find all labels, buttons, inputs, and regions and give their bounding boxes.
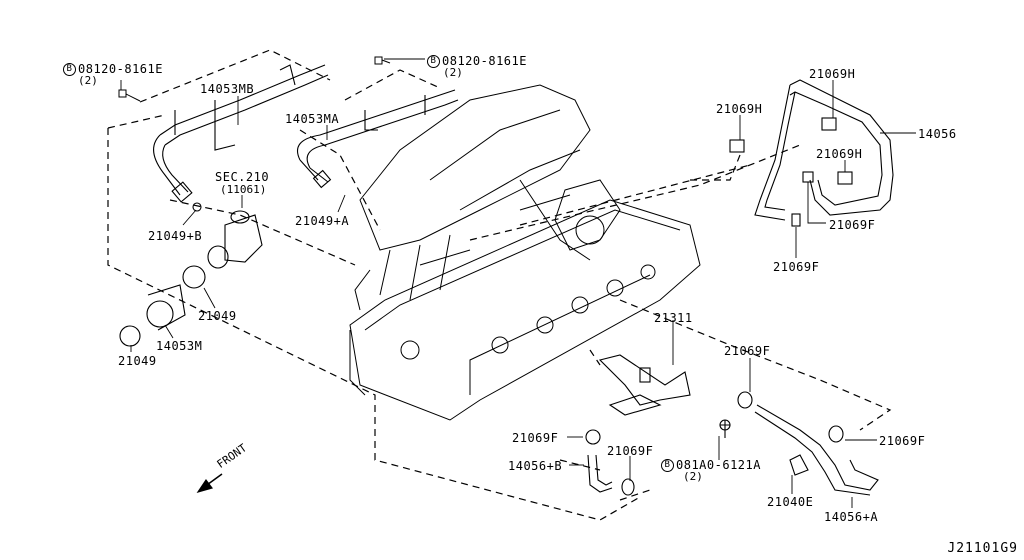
callout-bolt-left-qty: (2) (78, 74, 98, 87)
leader-lines (120, 58, 916, 508)
thermostat-housing (119, 202, 263, 347)
callout-21069h-left: 21069H (716, 102, 763, 116)
water-pipe-14053mb (153, 64, 329, 203)
callout-21069f-upper-left: 21069F (773, 260, 820, 274)
callout-21311: 21311 (654, 311, 693, 325)
callout-bolt-bottom-qty: (2) (683, 470, 703, 483)
bolt-symbol-icon: B (661, 459, 674, 472)
callout-sec-210: SEC.210 (215, 170, 270, 184)
callout-21069f-bottom: 21069F (607, 444, 654, 458)
water-hose-14056b (585, 429, 635, 496)
dashed-assembly-lines (107, 49, 892, 521)
callout-sec-210-ref: (11061) (220, 183, 267, 196)
callout-21049a: 21049+A (295, 214, 350, 228)
callout-21040e: 21040E (767, 495, 814, 509)
callout-21069f-upper-right: 21069F (829, 218, 876, 232)
callout-21069f-left: 21069F (512, 431, 559, 445)
callout-21049b: 21049+B (148, 229, 203, 243)
bolt-symbol-icon: B (427, 55, 440, 68)
intake-manifold (354, 84, 621, 311)
diagram-id: J21101G9 (947, 541, 1018, 556)
callout-21069f-right: 21069F (879, 434, 926, 448)
callout-21049-lower: 21049 (118, 354, 157, 368)
front-arrow-icon (196, 473, 223, 494)
callout-bolt-top-qty: (2) (443, 66, 463, 79)
bolt-symbol-icon: B (63, 63, 76, 76)
callout-14053mb: 14053MB (200, 82, 255, 96)
callout-21049-upper: 21049 (198, 309, 237, 323)
callout-21069h-top: 21069H (809, 67, 856, 81)
bolt-icons (118, 56, 391, 102)
callout-21069f-mid: 21069F (724, 344, 771, 358)
callout-14056a: 14056+A (824, 510, 879, 524)
callout-14056: 14056 (918, 127, 957, 141)
callout-14053m: 14053M (156, 339, 203, 353)
oil-cooler-21311 (598, 354, 731, 438)
water-hose-14056a (737, 391, 879, 496)
water-pipe-14053ma (296, 89, 459, 189)
callout-14056b: 14056+B (508, 459, 563, 473)
callout-14053ma: 14053MA (285, 112, 340, 126)
callout-21069h-right: 21069H (816, 147, 863, 161)
cylinder-head (349, 194, 701, 421)
